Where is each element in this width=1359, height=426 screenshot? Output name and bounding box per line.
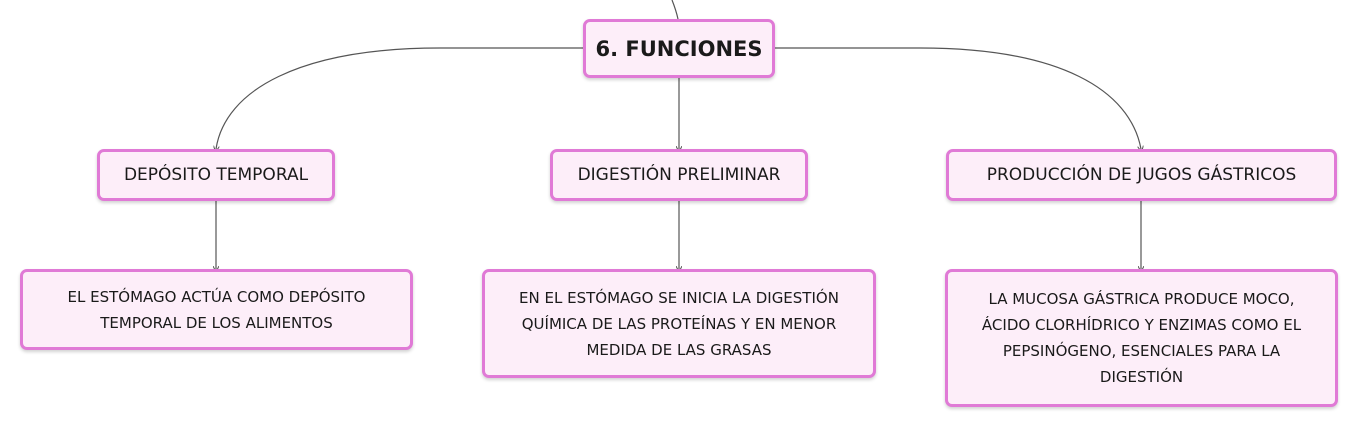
root-node-label: 6. FUNCIONES — [595, 36, 763, 61]
node-label: DIGESTIÓN PRELIMINAR — [577, 165, 781, 185]
node-produccion-jugos-gastricos[interactable]: PRODUCCIÓN DE JUGOS GÁSTRICOS — [946, 149, 1337, 201]
connector-parent-to-root — [671, 0, 679, 20]
node-detail-text: EN EL ESTÓMAGO SE INICIA LA DIGESTIÓN QU… — [519, 288, 839, 359]
node-deposito-temporal-detail[interactable]: EL ESTÓMAGO ACTÚA COMO DEPÓSITO TEMPORAL… — [20, 269, 413, 350]
root-node-funciones[interactable]: 6. FUNCIONES — [583, 19, 775, 78]
connector-root-to-produccion — [775, 47, 1141, 149]
node-detail-text: LA MUCOSA GÁSTRICA PRODUCE MOCO, ÁCIDO C… — [981, 290, 1302, 386]
connector-root-to-deposito — [216, 47, 583, 149]
node-deposito-temporal[interactable]: DEPÓSITO TEMPORAL — [97, 149, 335, 201]
node-label: PRODUCCIÓN DE JUGOS GÁSTRICOS — [986, 165, 1297, 185]
node-detail-text: EL ESTÓMAGO ACTÚA COMO DEPÓSITO TEMPORAL… — [67, 287, 366, 332]
node-digestion-preliminar[interactable]: DIGESTIÓN PRELIMINAR — [550, 149, 808, 201]
node-digestion-preliminar-detail[interactable]: EN EL ESTÓMAGO SE INICIA LA DIGESTIÓN QU… — [482, 269, 876, 378]
node-produccion-jugos-gastricos-detail[interactable]: LA MUCOSA GÁSTRICA PRODUCE MOCO, ÁCIDO C… — [945, 269, 1338, 407]
node-label: DEPÓSITO TEMPORAL — [123, 165, 309, 185]
